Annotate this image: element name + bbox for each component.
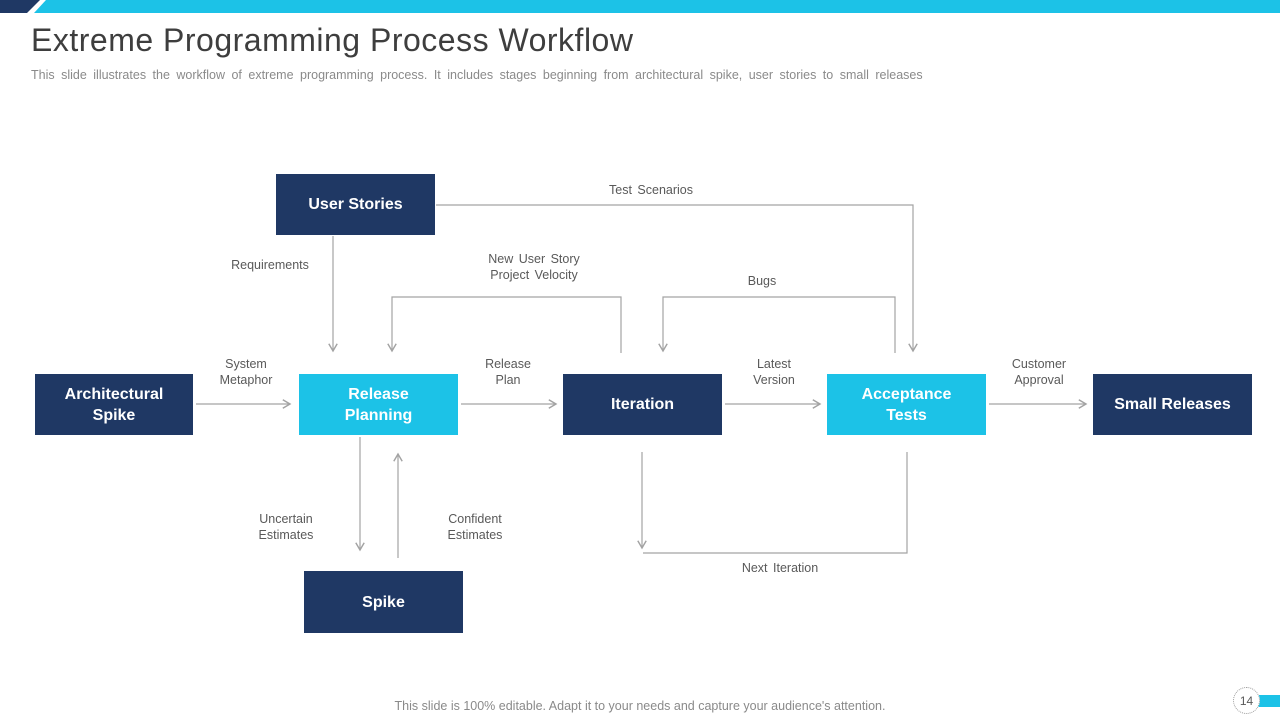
edge-label-release-plan: Release Plan bbox=[485, 357, 531, 387]
top-accent-corner-navy bbox=[0, 0, 40, 13]
node-spike: Spike bbox=[304, 571, 463, 633]
top-accent-bar-cyan bbox=[34, 0, 1280, 13]
edge-test-scenarios bbox=[436, 204, 918, 353]
edge-next-iteration-return bbox=[643, 452, 908, 554]
edge-label-system-metaphor: System Metaphor bbox=[219, 357, 273, 387]
edge-label-new-user-story: New User Story Project Velocity bbox=[488, 252, 580, 282]
page-title: Extreme Programming Process Workflow bbox=[31, 22, 634, 58]
edge-bugs bbox=[658, 296, 896, 353]
page-subtitle: This slide illustrates the workflow of e… bbox=[31, 68, 923, 82]
edge-label-uncertain-estimates: Uncertain Estimates bbox=[258, 512, 314, 542]
node-small-releases: Small Releases bbox=[1093, 374, 1252, 435]
node-iteration: Iteration bbox=[563, 374, 722, 435]
node-release-planning: Release Planning bbox=[299, 374, 458, 435]
edge-label-latest-version: Latest Version bbox=[753, 357, 795, 387]
edge-new-user-story bbox=[387, 296, 622, 353]
edge-label-next-iteration: Next Iteration bbox=[741, 561, 819, 575]
node-acceptance-tests: Acceptance Tests bbox=[827, 374, 986, 435]
edge-label-requirements: Requirements bbox=[231, 258, 309, 272]
edge-label-test-scenarios: Test Scenarios bbox=[609, 183, 693, 197]
edge-label-confident-estimates: Confident Estimates bbox=[447, 512, 503, 542]
page-number-badge: 14 bbox=[1233, 687, 1260, 714]
edge-label-bugs: Bugs bbox=[747, 274, 777, 288]
node-architectural-spike: Architectural Spike bbox=[35, 374, 193, 435]
node-user-stories: User Stories bbox=[276, 174, 435, 235]
edge-label-customer-approval: Customer Approval bbox=[1011, 357, 1067, 387]
footer-note: This slide is 100% editable. Adapt it to… bbox=[394, 699, 886, 713]
